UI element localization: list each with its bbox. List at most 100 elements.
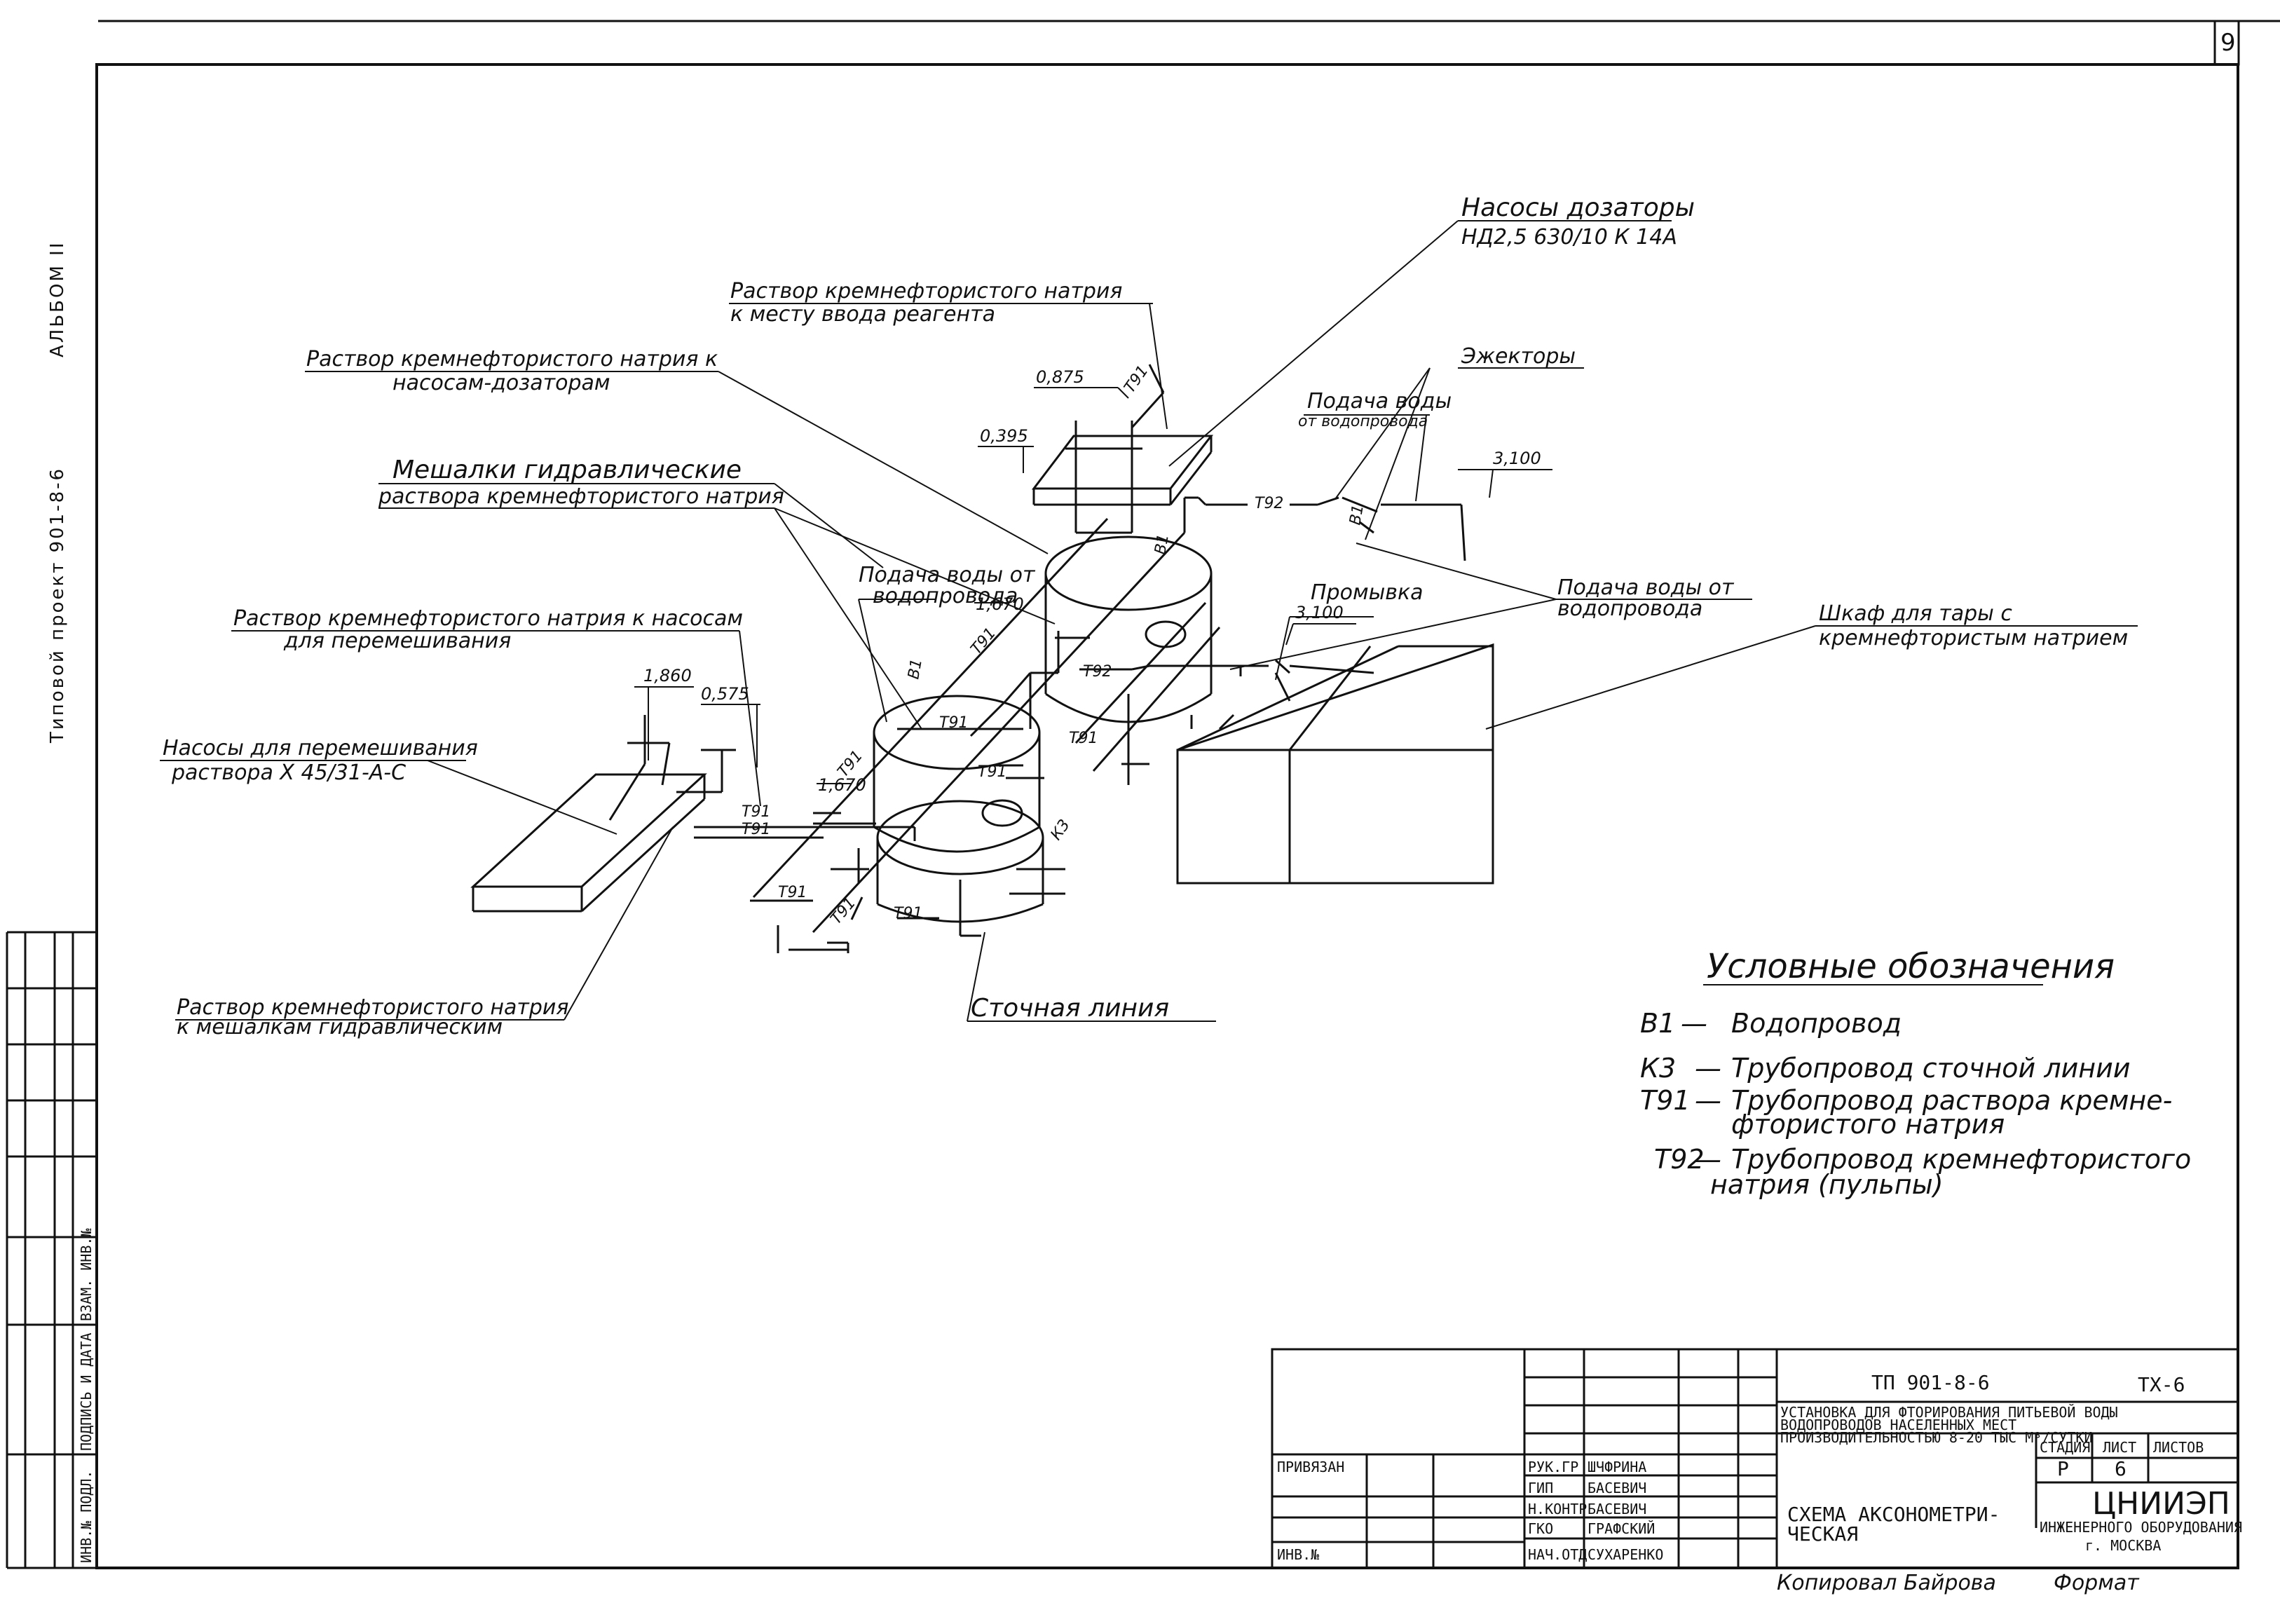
legend-text-2: Трубопровод сточной линии bbox=[1731, 1053, 2131, 1084]
tb-org-3: г. МОСКВА bbox=[2085, 1537, 2161, 1554]
pipe-tag-t91-b: Т91 bbox=[967, 625, 999, 658]
callout-solution-to-mixers-1: Раствор кремнефтористого натрия bbox=[177, 995, 568, 1020]
pipe-tag-t91-h: Т91 bbox=[742, 821, 770, 838]
callout-water-supply-c1: Подача воды от bbox=[1557, 575, 1735, 600]
tb-format: Формат bbox=[2054, 1571, 2140, 1595]
legend-text-1: Водопровод bbox=[1731, 1008, 1902, 1039]
pipe-tag-t91-i: Т91 bbox=[778, 884, 807, 901]
dimension-marks bbox=[634, 387, 1552, 784]
mixing-pumps-platform bbox=[470, 715, 736, 913]
piping bbox=[694, 496, 1466, 953]
pipe-tag-t92-a: Т92 bbox=[1255, 495, 1283, 512]
callout-solution-to-dosing-1: Раствор кремнефтористого натрия к bbox=[306, 347, 718, 371]
callout-water-supply-c2: водопровода bbox=[1557, 596, 1702, 621]
pipe-tag-b1-a: В1 bbox=[1152, 533, 1173, 556]
callout-sewer-line: Сточная линия bbox=[971, 994, 1169, 1023]
legend-dash-3: — bbox=[1695, 1085, 1721, 1116]
legend-dash-4: — bbox=[1695, 1144, 1721, 1175]
callout-solution-to-input-1: Раствор кремнефтористого натрия bbox=[730, 279, 1122, 303]
tb-sheet-code: ТХ-6 bbox=[2138, 1373, 2185, 1396]
callout-flushing: Промывка bbox=[1311, 580, 1423, 605]
strip-vzam-inv: ВЗАМ. ИНВ.№ bbox=[78, 1228, 95, 1321]
legend-code-3: Т91 bbox=[1640, 1085, 1691, 1116]
legend-text-3b: фтористого натрия bbox=[1731, 1109, 2005, 1140]
callout-mix-pumps-1: Насосы для перемешивания bbox=[163, 736, 478, 760]
tb-sig-role-4: ГКО bbox=[1528, 1520, 1553, 1537]
drawing-frame bbox=[95, 63, 2239, 1569]
tb-sheet-hdr: ЛИСТ bbox=[2103, 1439, 2136, 1456]
tb-org-1: ЦНИИЭП bbox=[2092, 1486, 2230, 1522]
title-block-grid bbox=[1271, 1348, 2239, 1569]
mixer-tank-upper bbox=[1044, 535, 1213, 743]
dim-1670-a: 1,670 bbox=[976, 594, 1024, 614]
tb-drawing-name-1: СХЕМА АКСОНОМЕТРИ- bbox=[1787, 1503, 2000, 1526]
dim-0395: 0,395 bbox=[980, 426, 1028, 446]
callout-cabinet-1: Шкаф для тары с bbox=[1819, 601, 2012, 626]
mixer-tank-middle bbox=[873, 695, 1041, 853]
pipe-tag-t91-c: Т91 bbox=[939, 714, 968, 732]
legend-text-3: Трубопровод раствора кремне- bbox=[1731, 1085, 2172, 1116]
pipe-tag-t91-g: Т91 bbox=[742, 803, 770, 821]
callout-water-supply-b1: Подача воды от bbox=[859, 563, 1036, 587]
callout-solution-to-mix-pumps-2: для перемешивания bbox=[283, 629, 511, 653]
strip-podpis-data: ПОДПИСЬ И ДАТА bbox=[78, 1332, 95, 1451]
tb-sig-role-2: ГИП bbox=[1528, 1480, 1553, 1496]
pipe-tag-t91-a: Т91 bbox=[1121, 362, 1152, 396]
callout-pumps-dosing-model: НД2,5 630/10 К 14А bbox=[1461, 225, 1677, 250]
pipe-tag-t91-f: Т91 bbox=[978, 763, 1006, 781]
pipe-tag-b1-c: В1 bbox=[905, 657, 926, 681]
tb-stage-val: Р bbox=[2057, 1457, 2069, 1480]
pipe-tag-t91-d: Т91 bbox=[1069, 730, 1098, 747]
pipe-tag-k3: К3 bbox=[1047, 817, 1073, 844]
callout-solution-to-input-2: к месту ввода реагента bbox=[730, 302, 995, 327]
storage-cabinet bbox=[1176, 643, 1494, 885]
page-number: 9 bbox=[2220, 29, 2236, 57]
callout-cabinet-2: кремнефтористым натрием bbox=[1819, 626, 2128, 650]
strip-inv-podl: ИНВ.№ ПОДЛ. bbox=[78, 1471, 95, 1563]
tb-org-2: ИНЖЕНЕРНОГО ОБОРУДОВАНИЯ bbox=[2040, 1519, 2242, 1536]
legend-code-1: В1 bbox=[1640, 1008, 1675, 1039]
callout-mixers-1: Мешалки гидравлические bbox=[392, 456, 742, 484]
dim-1670-b: 1,670 bbox=[818, 775, 866, 795]
side-project-label: Типовой проект 901-8-6 bbox=[47, 467, 68, 744]
dim-0575: 0,575 bbox=[701, 684, 749, 704]
callout-solution-to-dosing-2: насосам-дозаторам bbox=[392, 371, 610, 395]
callout-water-supply-1: Подача воды bbox=[1307, 389, 1452, 414]
callout-solution-to-mixers-2: к мешалкам гидравлическим bbox=[177, 1015, 503, 1039]
tb-sig-name-5: СУХАРЕНКО bbox=[1588, 1546, 1663, 1563]
dosing-pump-platform bbox=[1031, 364, 1214, 534]
callout-water-supply-2: от водопровода bbox=[1298, 413, 1428, 430]
tb-doc-code: ТП 901-8-6 bbox=[1871, 1371, 1990, 1394]
legend-text-4: Трубопровод кремнефтористого bbox=[1731, 1144, 2191, 1175]
left-strip-table bbox=[6, 931, 97, 1569]
dim-3100-b: 3,100 bbox=[1295, 603, 1344, 622]
tb-stage-hdr: СТАДИЯ bbox=[2040, 1439, 2090, 1456]
callout-pumps-dosing-title: Насосы дозаторы bbox=[1461, 193, 1695, 222]
page-number-box bbox=[2213, 20, 2240, 66]
tb-inv-no: ИНВ.№ bbox=[1277, 1546, 1320, 1563]
callout-ejectors: Эжекторы bbox=[1461, 344, 1576, 369]
leader-lines bbox=[160, 220, 2138, 1022]
tb-sheet-val: 6 bbox=[2115, 1457, 2127, 1480]
legend-code-4: Т92 bbox=[1654, 1144, 1705, 1175]
tb-sig-role-3: Н.КОНТР bbox=[1528, 1501, 1587, 1517]
legend-text-4b: натрия (пульпы) bbox=[1710, 1169, 1944, 1200]
tb-sig-role-5: НАЧ.ОТД bbox=[1528, 1546, 1587, 1563]
legend-title: Условные обозначения bbox=[1707, 947, 2115, 986]
legend-dash-2: — bbox=[1695, 1053, 1721, 1084]
callout-water-supply-b2: водопровода bbox=[873, 584, 1018, 608]
dim-0875: 0,875 bbox=[1036, 367, 1084, 387]
tb-privyazan: ПРИВЯЗАН bbox=[1277, 1459, 1344, 1475]
tb-sig-name-1: ШЧФРИНА bbox=[1588, 1459, 1646, 1475]
tb-title-2: ВОДОПРОВОДОВ НАСЕЛЕННЫХ МЕСТ bbox=[1780, 1417, 2016, 1433]
tb-title-1: УСТАНОВКА ДЛЯ ФТОРИРОВАНИЯ ПИТЬЕВОЙ ВОДЫ bbox=[1780, 1404, 2118, 1421]
tb-sig-name-4: ГРАФСКИЙ bbox=[1588, 1520, 1655, 1537]
tb-sheets-hdr: ЛИСТОВ bbox=[2153, 1439, 2204, 1456]
side-album-label: АЛЬБОМ II bbox=[47, 240, 68, 357]
tb-title-3: ПРОИЗВОДИТЕЛЬНОСТЬЮ 8-20 ТЫС М³/СУТКИ bbox=[1780, 1429, 2093, 1446]
pipe-tag-b1-b: В1 bbox=[1346, 503, 1367, 526]
tb-sig-name-3: БАСЕВИЧ bbox=[1588, 1501, 1646, 1517]
tb-sig-role-1: РУК.ГР bbox=[1528, 1459, 1578, 1475]
